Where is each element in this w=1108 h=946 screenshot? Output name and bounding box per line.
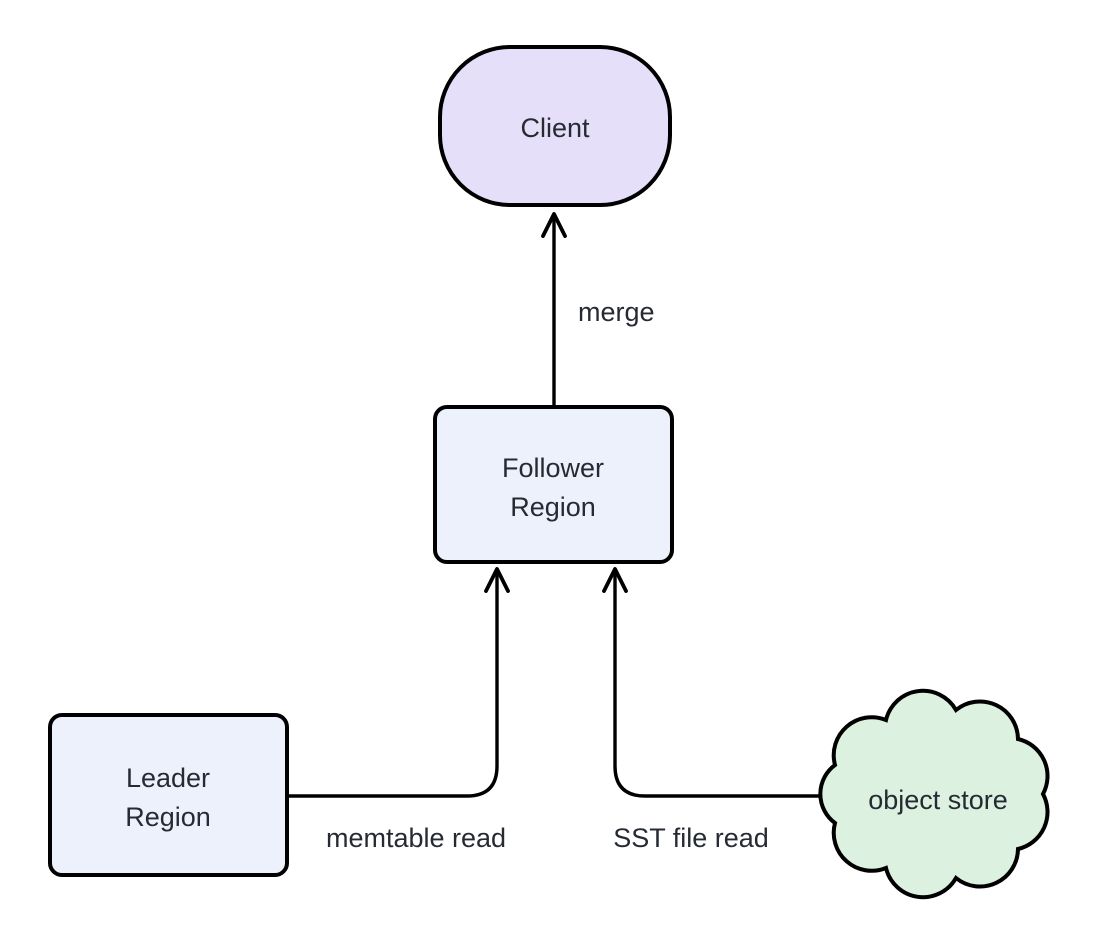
memtable-read-line [289, 572, 499, 798]
object-store-label: object store [868, 785, 1008, 815]
sst-file-read-line [613, 572, 820, 798]
memtable-read-arrowhead [484, 567, 510, 593]
object-store-cloud-shape [818, 688, 1050, 900]
node-client: Client [438, 45, 672, 207]
edge-sst-file-read-label: SST file read [613, 823, 769, 853]
follower-region-label-line2: Region [510, 492, 596, 522]
follower-region-shape [433, 405, 674, 564]
edge-memtable-read: memtable read [289, 567, 510, 853]
sst-file-read-arrowhead [602, 567, 628, 593]
edge-memtable-read-label: memtable read [326, 823, 506, 853]
leader-region-shape [48, 713, 289, 877]
leader-region-label-line2: Region [125, 802, 211, 832]
edge-merge: merge [541, 212, 655, 406]
edge-merge-label: merge [578, 297, 655, 327]
node-object-store: object store [818, 688, 1050, 900]
client-shape [438, 45, 672, 207]
node-follower-region: Follower Region [433, 405, 674, 564]
follower-region-label-line1: Follower [502, 453, 604, 483]
edge-sst-file-read: SST file read [602, 567, 820, 853]
leader-region-label-line1: Leader [126, 763, 210, 793]
merge-arrowhead [541, 212, 567, 238]
node-leader-region: Leader Region [48, 713, 289, 877]
client-label: Client [520, 113, 590, 143]
